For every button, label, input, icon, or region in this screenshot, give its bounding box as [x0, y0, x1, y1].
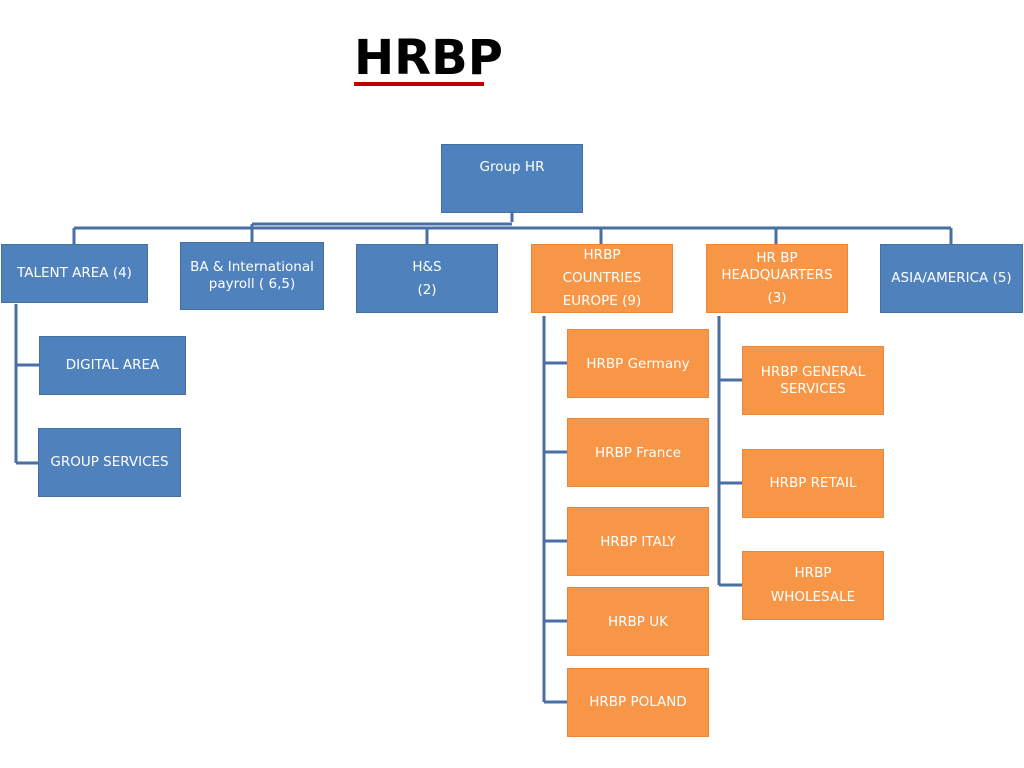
node-label: Group HR — [479, 159, 545, 175]
hrbp-germany-node: HRBP Germany — [567, 329, 709, 398]
hs-node: H&S (2) — [356, 244, 498, 313]
hrbp-uk-node: HRBP UK — [567, 587, 709, 656]
node-label: HR BP — [756, 250, 798, 266]
asia-america-node: ASIA/AMERICA (5) — [880, 244, 1023, 313]
diagram-title: HRBP — [354, 30, 503, 86]
hrbp-france-node: HRBP France — [567, 418, 709, 487]
node-label: payroll ( 6,5) — [208, 276, 296, 292]
node-label: HRBP RETAIL — [769, 475, 857, 491]
node-label: HRBP Germany — [586, 356, 690, 372]
node-label: SERVICES — [780, 381, 846, 397]
node-label: WHOLESALE — [770, 589, 856, 605]
hrbp-italy-node: HRBP ITALY — [567, 507, 709, 576]
hrbp-retail-node: HRBP RETAIL — [742, 449, 884, 518]
group-hr-node: Group HR — [441, 144, 583, 213]
node-label: HRBP POLAND — [589, 694, 687, 710]
digital-area-node: DIGITAL AREA — [39, 336, 186, 395]
ba-international-payroll-node: BA & International payroll ( 6,5) — [180, 242, 324, 310]
hrbp-wholesale-node: HRBP WHOLESALE — [742, 551, 884, 620]
hrbp-countries-europe-node: HRBP COUNTRIES EUROPE (9) — [531, 244, 673, 313]
node-label: HEADQUARTERS — [721, 267, 833, 283]
node-label: HRBP UK — [608, 614, 668, 630]
node-label: GROUP SERVICES — [50, 454, 169, 470]
node-label: ASIA/AMERICA (5) — [891, 270, 1012, 286]
talent-area-node: TALENT AREA (4) — [1, 244, 148, 303]
node-label: EUROPE (9) — [562, 293, 642, 309]
node-label: H&S — [412, 258, 442, 275]
node-label: (2) — [417, 281, 437, 298]
node-label: COUNTRIES — [562, 270, 642, 286]
node-label: HRBP GENERAL — [760, 364, 866, 380]
node-label: HRBP — [794, 565, 832, 581]
node-label: HRBP — [583, 247, 621, 263]
hrbp-general-services-node: HRBP GENERAL SERVICES — [742, 346, 884, 415]
hrbp-poland-node: HRBP POLAND — [567, 668, 709, 737]
node-label: DIGITAL AREA — [65, 357, 160, 373]
node-label: TALENT AREA (4) — [17, 265, 132, 281]
hr-bp-headquarters-node: HR BP HEADQUARTERS (3) — [706, 244, 848, 313]
title-underline — [354, 82, 484, 86]
node-label: HRBP France — [594, 445, 682, 461]
group-services-node: GROUP SERVICES — [38, 428, 181, 497]
node-label: HRBP ITALY — [600, 534, 676, 550]
node-label: (3) — [767, 290, 787, 306]
node-label: BA & International — [190, 259, 314, 275]
